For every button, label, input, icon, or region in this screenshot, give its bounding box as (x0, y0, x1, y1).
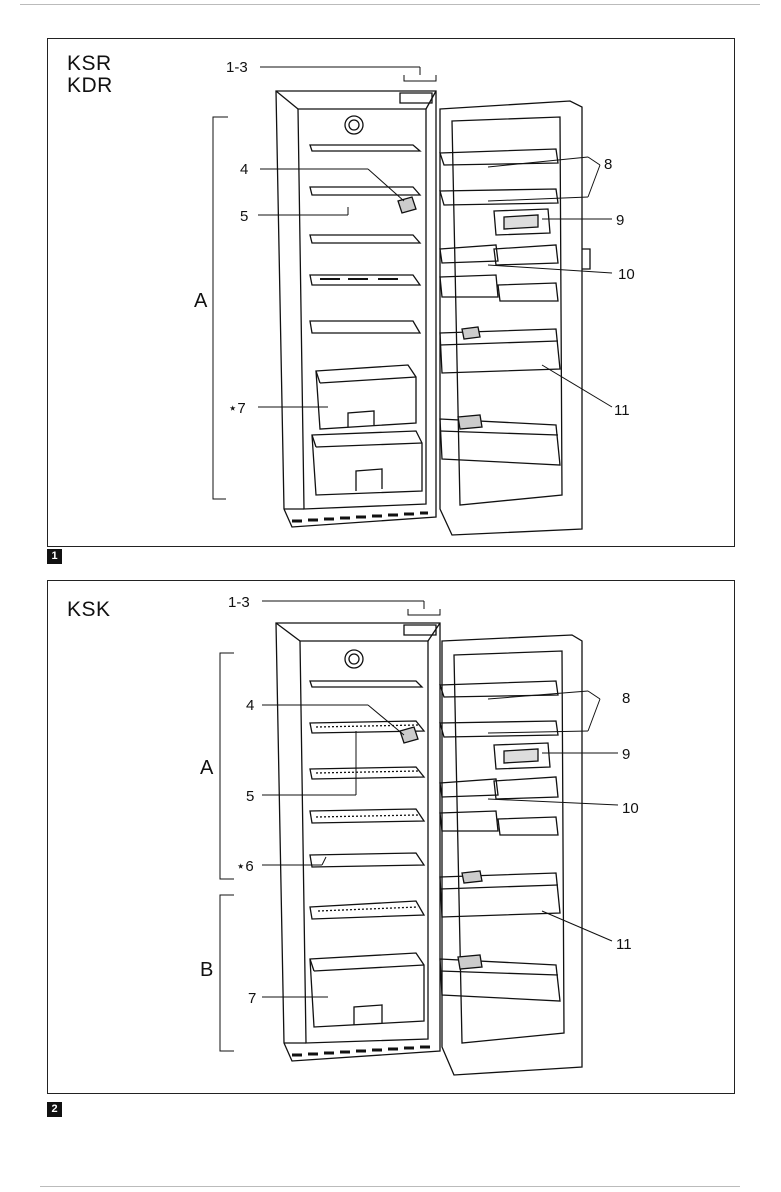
label-6: ⋆6 (236, 858, 254, 875)
label-9: 9 (622, 746, 630, 763)
control-panel (400, 93, 432, 103)
label-b: B (200, 959, 213, 981)
shelf (310, 187, 420, 195)
label-1-3: 1-3 (226, 59, 248, 76)
shelf (310, 681, 422, 687)
label-11: 11 (616, 936, 632, 953)
figure-2-panel: KSK (47, 580, 735, 1094)
door-handle (582, 249, 590, 269)
control-panel (404, 625, 436, 635)
figure-2-badge: 2 (47, 1102, 62, 1117)
label-5: 5 (240, 208, 248, 225)
vegetable-drawer-lower (312, 431, 422, 495)
door-outline (442, 635, 582, 1075)
label-7: 7 (248, 990, 256, 1007)
glass-shelf (310, 853, 424, 867)
door-bottle-bin-lower (440, 959, 560, 1001)
label-a: A (200, 757, 214, 779)
label-4: 4 (246, 697, 254, 714)
label-7: ⋆7 (228, 400, 246, 417)
egg-tray (440, 779, 498, 797)
cabinet-inner-wall (300, 641, 428, 1043)
label-5: 5 (246, 788, 254, 805)
door-shelf (440, 189, 558, 205)
shelf (310, 145, 420, 151)
label-10: 10 (618, 266, 635, 283)
bracket-a (220, 653, 234, 879)
door-bottle-bin (440, 329, 560, 373)
label-4: 4 (240, 161, 248, 178)
label-8: 8 (604, 156, 612, 173)
fridge-diagram-2: 1-3 4 A 5 ⋆6 B 7 8 9 10 11 (48, 581, 734, 1093)
door-shelf (440, 721, 558, 737)
figure-1-badge: 1 (47, 549, 62, 564)
interior-light (345, 650, 363, 668)
figure-1-panel: KSR KDR (47, 38, 735, 547)
top-edge-line (20, 4, 760, 5)
label-9: 9 (616, 212, 624, 229)
door-shelf (440, 149, 558, 165)
vegetable-drawer (310, 953, 424, 1027)
wire-shelf (310, 767, 424, 779)
cabinet-outline (276, 91, 436, 527)
wire-shelf (310, 809, 424, 823)
label-a: A (194, 290, 208, 312)
bracket-b (220, 895, 234, 1051)
door-inner (454, 651, 564, 1043)
shelf (310, 321, 420, 333)
vegetable-drawer-upper (316, 365, 416, 429)
egg-tray (440, 245, 498, 263)
bottom-edge-line (40, 1186, 740, 1187)
bracket-a (213, 117, 228, 499)
label-11: 11 (614, 402, 630, 419)
shelf (310, 235, 420, 243)
label-8: 8 (622, 690, 630, 707)
door-inner (452, 117, 562, 505)
label-10: 10 (622, 800, 639, 817)
fridge-diagram-1: 1-3 4 5 A ⋆7 8 9 10 11 (48, 39, 734, 546)
interior-light (345, 116, 363, 134)
label-1-3: 1-3 (228, 594, 250, 611)
